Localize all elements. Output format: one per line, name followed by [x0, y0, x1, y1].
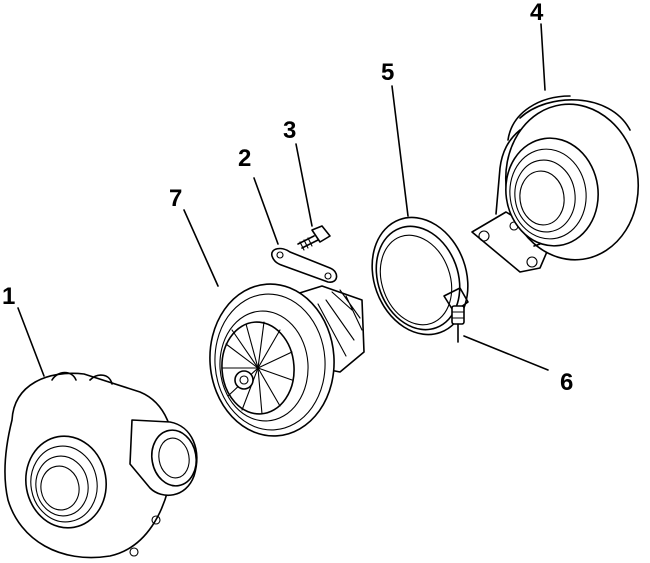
lock-plate	[271, 247, 338, 283]
center-housing-rotating-assembly	[209, 283, 365, 437]
bolt	[297, 225, 331, 251]
callout-7: 7	[169, 185, 182, 212]
callout-4: 4	[530, 0, 544, 26]
leader-3	[295, 143, 313, 227]
callouts: 1 2 3 4 5 6 7	[2, 0, 573, 396]
clamp-nut	[451, 305, 465, 343]
callout-6: 6	[560, 369, 573, 396]
leader-6	[463, 335, 549, 371]
leader-lines	[17, 23, 549, 377]
leader-1	[17, 307, 45, 377]
turbine-housing	[471, 95, 640, 273]
callout-5: 5	[381, 59, 394, 86]
compressor-housing	[4, 371, 198, 559]
callout-3: 3	[283, 117, 296, 144]
leader-7	[183, 209, 219, 287]
leader-4	[540, 23, 546, 91]
leader-2	[253, 177, 279, 245]
leader-5	[391, 85, 409, 217]
callout-1: 1	[2, 283, 15, 310]
callout-2: 2	[238, 145, 251, 172]
v-band-clamp	[371, 216, 469, 336]
